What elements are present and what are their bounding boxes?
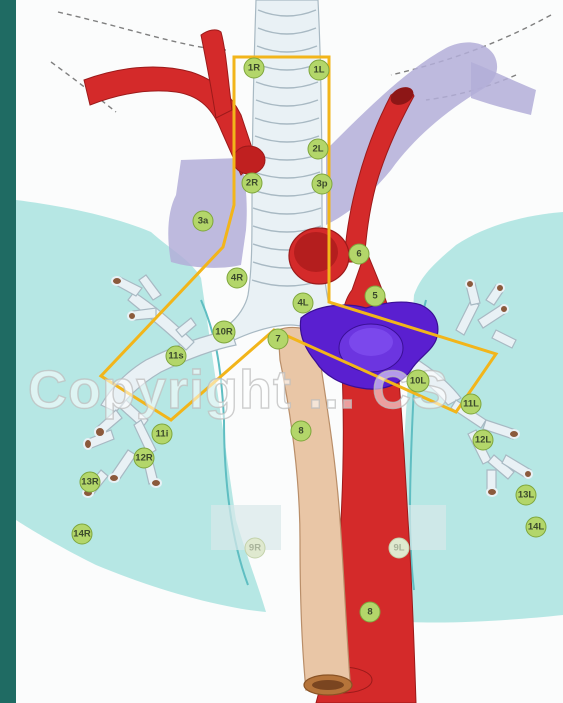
node-7: 7 <box>268 329 288 349</box>
pulmonary-trunk-inner <box>349 328 393 356</box>
esophagus-lumen <box>312 680 344 690</box>
node-3p: 3p <box>312 174 332 194</box>
node-11L-label: 11L <box>463 399 479 410</box>
node-11i: 11i <box>152 424 172 444</box>
node-9L-label: 9L <box>393 543 404 554</box>
node-13R: 13R <box>80 472 100 492</box>
node-4R: 4R <box>227 268 247 288</box>
brachiocephalic-trunk-opening <box>233 146 265 174</box>
mediastinal-lymph-node-diagram: Copyright ... CS 1R 1L 2L 2R 3p 3a 6 4R … <box>16 0 563 703</box>
node-8-upper: 8 <box>291 421 311 441</box>
node-14R-label: 14R <box>73 529 91 540</box>
node-11s: 11s <box>166 346 186 366</box>
node-4L-label: 4L <box>297 298 308 309</box>
node-11i-label: 11i <box>156 429 169 440</box>
node-6-label: 6 <box>356 249 361 260</box>
node-12R: 12R <box>134 448 154 468</box>
node-9R: 9R <box>245 538 265 558</box>
node-3a-label: 3a <box>198 216 209 227</box>
node-9L: 9L <box>389 538 409 558</box>
node-7-label: 7 <box>275 334 280 345</box>
anatomy-illustration: Copyright ... CS 1R 1L 2L 2R 3p 3a 6 4R … <box>16 0 563 703</box>
node-1L: 1L <box>309 60 329 80</box>
node-1L-label: 1L <box>313 65 324 76</box>
node-2R-label: 2R <box>246 178 258 189</box>
node-2R: 2R <box>242 173 262 193</box>
node-3p-label: 3p <box>316 179 327 190</box>
node-2L-label: 2L <box>312 144 323 155</box>
node-8-lower: 8 <box>360 602 380 622</box>
node-14L: 14L <box>526 517 546 537</box>
node-2L: 2L <box>308 139 328 159</box>
node-8-lower-label: 8 <box>367 607 372 618</box>
node-14R: 14R <box>72 524 92 544</box>
node-13R-label: 13R <box>81 477 99 488</box>
node-12L-label: 12L <box>475 435 492 446</box>
node-4L: 4L <box>293 293 313 313</box>
node-12R-label: 12R <box>135 453 153 464</box>
node-4R-label: 4R <box>231 273 243 284</box>
node-6: 6 <box>349 244 369 264</box>
aortic-arch-lumen <box>294 232 338 272</box>
node-5-label: 5 <box>372 291 378 302</box>
node-5: 5 <box>365 286 385 306</box>
left-subclavian-vein <box>471 62 536 115</box>
right-shoulder-outline <box>58 12 226 50</box>
node-10R-label: 10R <box>215 327 233 338</box>
node-11s-label: 11s <box>168 351 183 362</box>
node-8-upper-label: 8 <box>298 426 303 437</box>
node-9R-label: 9R <box>249 543 261 554</box>
node-14L-label: 14L <box>528 522 545 533</box>
node-11L: 11L <box>461 394 481 414</box>
copyright-watermark: Copyright ... CS <box>28 360 449 420</box>
node-13L-label: 13L <box>518 490 535 501</box>
node-1R-label: 1R <box>248 63 260 74</box>
node-3a: 3a <box>193 211 213 231</box>
node-10R: 10R <box>213 321 235 343</box>
node-13L: 13L <box>516 485 536 505</box>
node-1R: 1R <box>244 58 264 78</box>
node-10L: 10L <box>407 370 429 392</box>
node-10L-label: 10L <box>410 376 427 387</box>
node-12L: 12L <box>473 430 493 450</box>
